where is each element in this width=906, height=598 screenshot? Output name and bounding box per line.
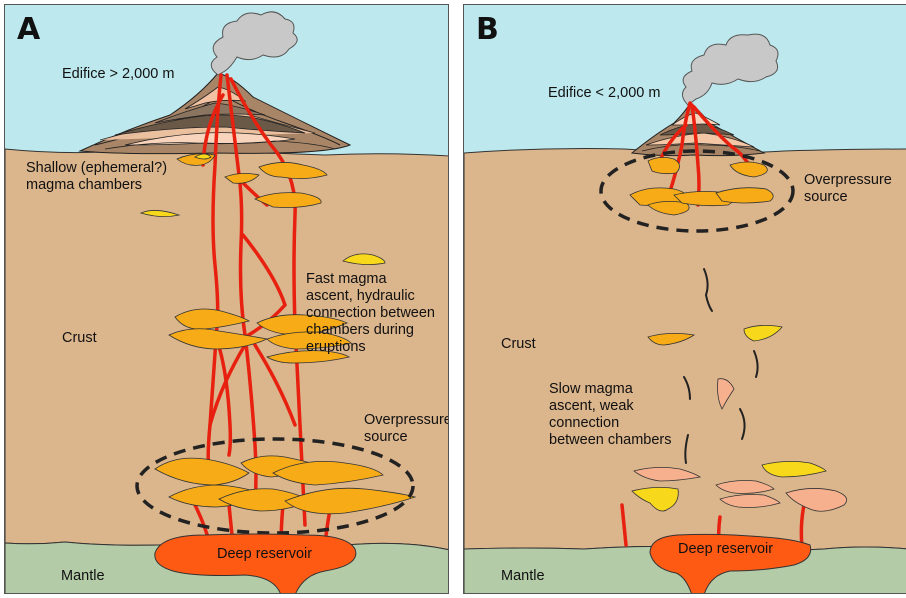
- edifice-label-a: Edifice > 2,000 m: [62, 66, 174, 83]
- panel-a-letter: A: [17, 15, 40, 45]
- overpressure-label-b: Overpressure source: [804, 172, 892, 206]
- panel-b-diagram: [464, 5, 906, 594]
- fast-ascent-label: Fast magma ascent, hydraulic connection …: [306, 271, 435, 356]
- deep-reservoir-label-b: Deep reservoir: [678, 541, 773, 558]
- slow-ascent-label: Slow magma ascent, weak connection betwe…: [549, 381, 672, 449]
- mantle-label-a: Mantle: [61, 568, 105, 585]
- overpressure-label-a: Overpressure source: [364, 412, 449, 446]
- panel-b-letter: B: [476, 15, 499, 45]
- panel-a: A Edifice > 2,000 m Shallow (ephemeral?)…: [4, 4, 449, 594]
- edifice-label-b: Edifice < 2,000 m: [548, 85, 660, 102]
- panel-b: B Edifice < 2,000 m Overpressure source …: [463, 4, 906, 594]
- mantle-label-b: Mantle: [501, 568, 545, 585]
- crust-label-a: Crust: [62, 330, 97, 347]
- crust-label-b: Crust: [501, 336, 536, 353]
- deep-reservoir-label-a: Deep reservoir: [217, 546, 312, 563]
- shallow-chambers-label: Shallow (ephemeral?) magma chambers: [26, 160, 167, 194]
